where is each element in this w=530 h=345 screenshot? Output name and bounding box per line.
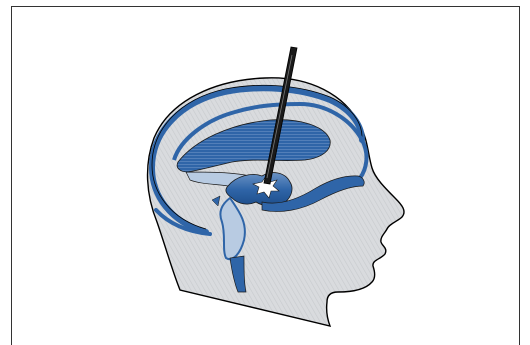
brain-ventricle-endoscopy-illustration <box>0 0 530 345</box>
